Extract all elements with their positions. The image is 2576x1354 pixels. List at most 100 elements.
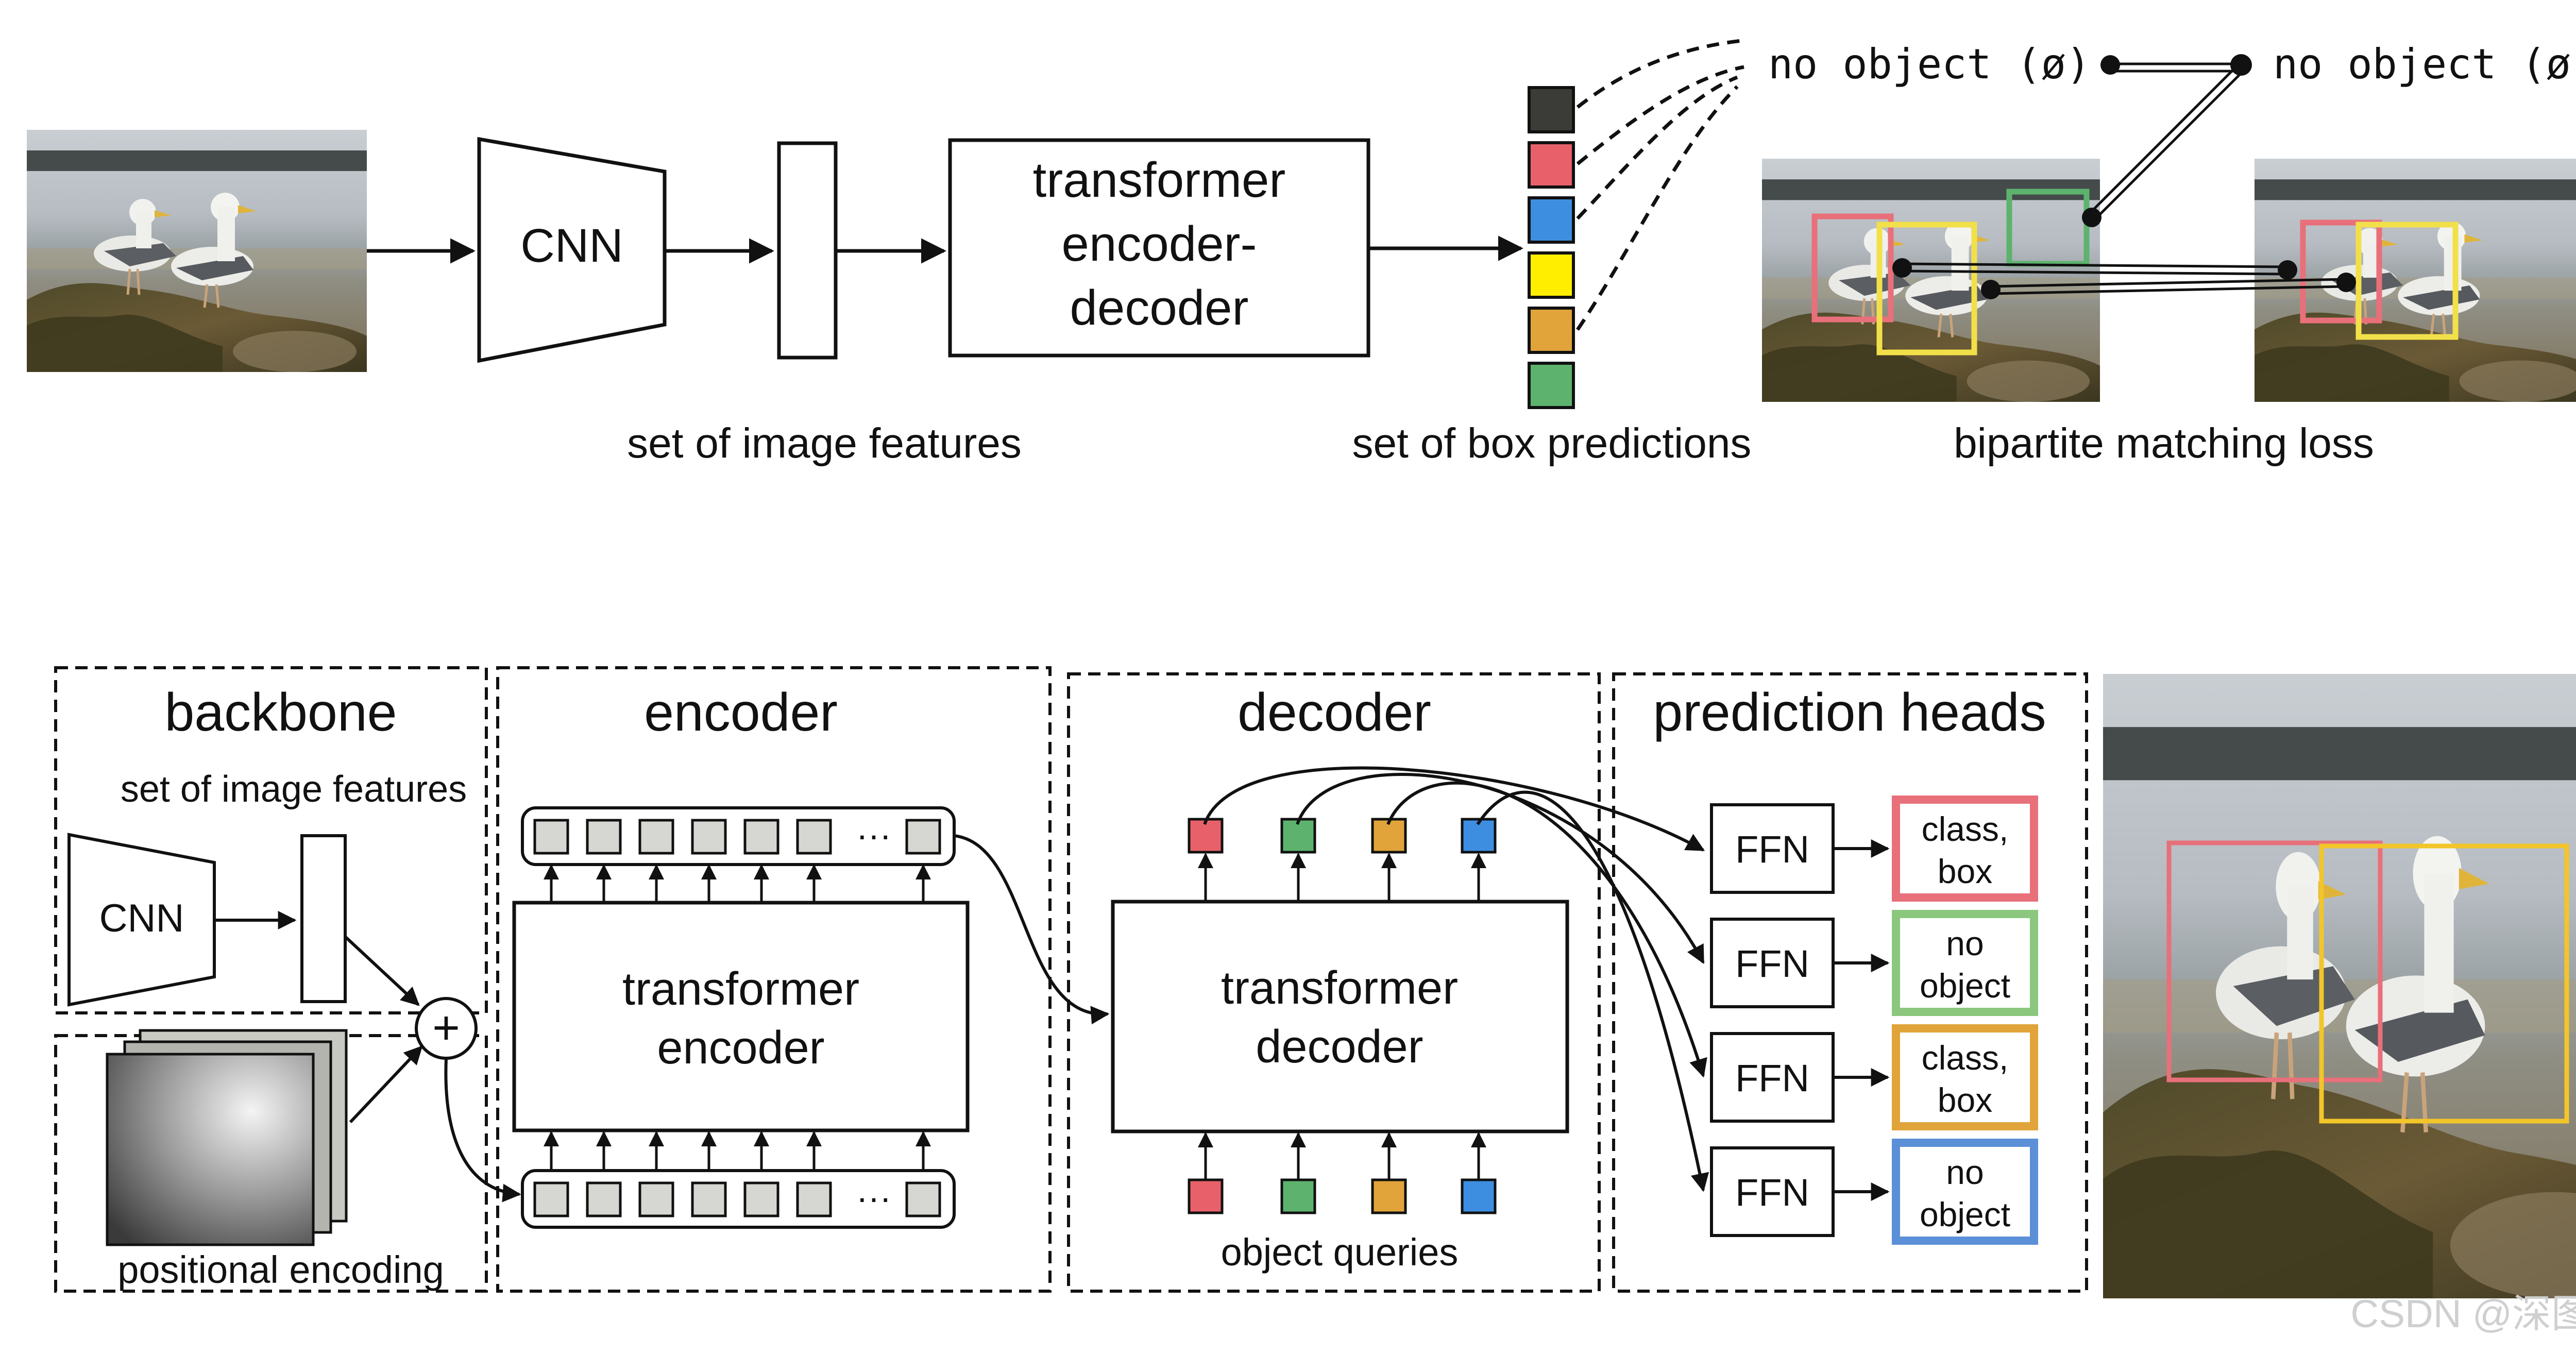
transformer-decoder-block: transformer decoder <box>1111 900 1569 1133</box>
arrow-encoder-to-decoder <box>954 834 1110 1025</box>
caption-image-features: set of image features <box>627 420 1022 467</box>
encoder-output-token-3 <box>691 819 727 855</box>
object-query-2 <box>1371 1178 1407 1214</box>
matching-image-left <box>1762 159 2100 402</box>
caption-box-predictions: set of box predictions <box>1352 420 1752 467</box>
arrow-features-to-plus <box>344 935 420 1006</box>
head-output-box-1 <box>1892 910 2038 1016</box>
encoder-output-token-1 <box>586 819 622 855</box>
ffn-box-1 <box>1710 918 1835 1008</box>
prediction-dashed-links <box>1576 38 1747 331</box>
encoder-input-token-2 <box>638 1181 674 1217</box>
encoder-output-token-4 <box>743 819 779 855</box>
prediction-head-row-0: FFN class, box <box>1710 796 2038 902</box>
ffn-label-2: FFN <box>1735 1057 1809 1099</box>
heads-region <box>1612 672 2088 1293</box>
object-query-0 <box>1188 1178 1224 1214</box>
decoder-block-line1: transformer <box>1221 962 1458 1014</box>
ffn-label-0: FFN <box>1735 828 1809 871</box>
no-object-right: no object (ø) <box>2273 40 2576 88</box>
encoder-input-token-1 <box>586 1181 622 1217</box>
encoder-input-token-3 <box>691 1181 727 1217</box>
backbone-cnn-label: CNN <box>99 896 184 940</box>
head-output-box-3 <box>1892 1139 2038 1245</box>
backbone-region <box>54 666 488 1014</box>
head-output-text-0-0: class, <box>1922 810 2009 848</box>
box-prediction-0 <box>1528 86 1575 133</box>
encoder-output-token-6 <box>905 819 941 855</box>
matching-image-right <box>2255 159 2576 402</box>
encoder-input-token-4 <box>743 1181 779 1217</box>
box-prediction-4 <box>1528 307 1575 354</box>
head-output-box-0 <box>1892 796 2038 902</box>
top-features-bar <box>777 141 838 360</box>
box-prediction-1 <box>1528 141 1575 189</box>
arrow-posenc-to-plus <box>349 1045 423 1124</box>
encoder-input-token-0 <box>533 1181 569 1217</box>
head-output-text-0-1: box <box>1938 852 1992 890</box>
head-output-text-2-1: box <box>1938 1081 1992 1119</box>
decoder-region <box>1067 672 1601 1293</box>
top-cnn-block: CNN <box>477 137 667 363</box>
top-transformer-block: transformer encoder- decoder <box>948 138 1370 358</box>
head-output-box-2 <box>1892 1024 2038 1130</box>
encoder-output-token-0 <box>533 819 569 855</box>
encoder-output-arrows <box>544 864 931 902</box>
backbone-cnn-block: CNN <box>67 833 216 1007</box>
watermark: CSDN @深图智能 <box>2350 1292 2576 1336</box>
positional-encoding-label: positional encoding <box>117 1248 444 1291</box>
encoder-input-arrows <box>544 1131 931 1170</box>
backbone-features-bar <box>300 834 347 1003</box>
ffn-label-3: FFN <box>1735 1171 1809 1214</box>
top-transformer-line2: encoder- <box>1062 216 1257 272</box>
encoder-input-tokens-frame <box>521 1169 956 1229</box>
encoder-block-line2: encoder <box>657 1022 824 1074</box>
decoder-block-line2: decoder <box>1256 1021 1423 1073</box>
positional-encoding-stack <box>106 1029 348 1246</box>
box-prediction-2 <box>1528 196 1575 244</box>
encoder-input-token-5 <box>796 1181 832 1217</box>
head-output-text-1-0: no <box>1946 924 1984 962</box>
top-transformer-line3: decoder <box>1070 280 1249 335</box>
plus-symbol: + <box>432 1002 460 1054</box>
backbone-title: backbone <box>164 683 397 742</box>
head-output-text-3-1: object <box>1920 1195 2010 1233</box>
top-cnn-label: CNN <box>520 219 623 272</box>
encoder-output-token-2 <box>638 819 674 855</box>
matching-lines <box>1901 62 2346 295</box>
head-output-text-2-0: class, <box>1922 1039 2009 1077</box>
encoder-input-token-6 <box>905 1181 941 1217</box>
backbone-features-label: set of image features <box>121 769 467 810</box>
box-prediction-5 <box>1528 362 1575 409</box>
box-prediction-stack <box>1528 86 1575 409</box>
decoder-output-embeddings <box>1188 818 1497 901</box>
heads-title: prediction heads <box>1653 683 2046 742</box>
prediction-head-row-3: FFN no object <box>1710 1139 2038 1245</box>
encoder-block-line1: transformer <box>622 963 859 1015</box>
encoder-output-token-5 <box>796 819 832 855</box>
box-prediction-3 <box>1528 251 1575 299</box>
object-query-1 <box>1280 1178 1316 1214</box>
matching-dots <box>1892 54 2356 299</box>
encoder-output-tokens <box>533 819 941 855</box>
encoder-input-ellipsis: ··· <box>856 1178 891 1217</box>
top-input-image <box>27 130 367 372</box>
head-output-text-3-0: no <box>1946 1153 1984 1191</box>
decoder-to-ffn-curves <box>1203 766 1709 1192</box>
decoder-title: decoder <box>1238 683 1431 742</box>
transformer-encoder-block: transformer encoder <box>512 901 970 1132</box>
encoder-input-tokens <box>533 1181 941 1217</box>
ffn-label-1: FFN <box>1735 942 1809 985</box>
ffn-box-0 <box>1710 803 1835 894</box>
object-query-3 <box>1461 1178 1497 1214</box>
prediction-head-row-2: FFN class, box <box>1710 1024 2038 1130</box>
prediction-head-row-1: FFN no object <box>1710 910 2038 1016</box>
top-transformer-line1: transformer <box>1033 153 1286 208</box>
encoder-output-ellipsis: ··· <box>856 816 891 855</box>
output-image <box>2103 674 2576 1298</box>
caption-matching-loss: bipartite matching loss <box>1954 420 2374 467</box>
encoder-title: encoder <box>644 683 838 742</box>
head-output-text-1-1: object <box>1920 967 2010 1005</box>
